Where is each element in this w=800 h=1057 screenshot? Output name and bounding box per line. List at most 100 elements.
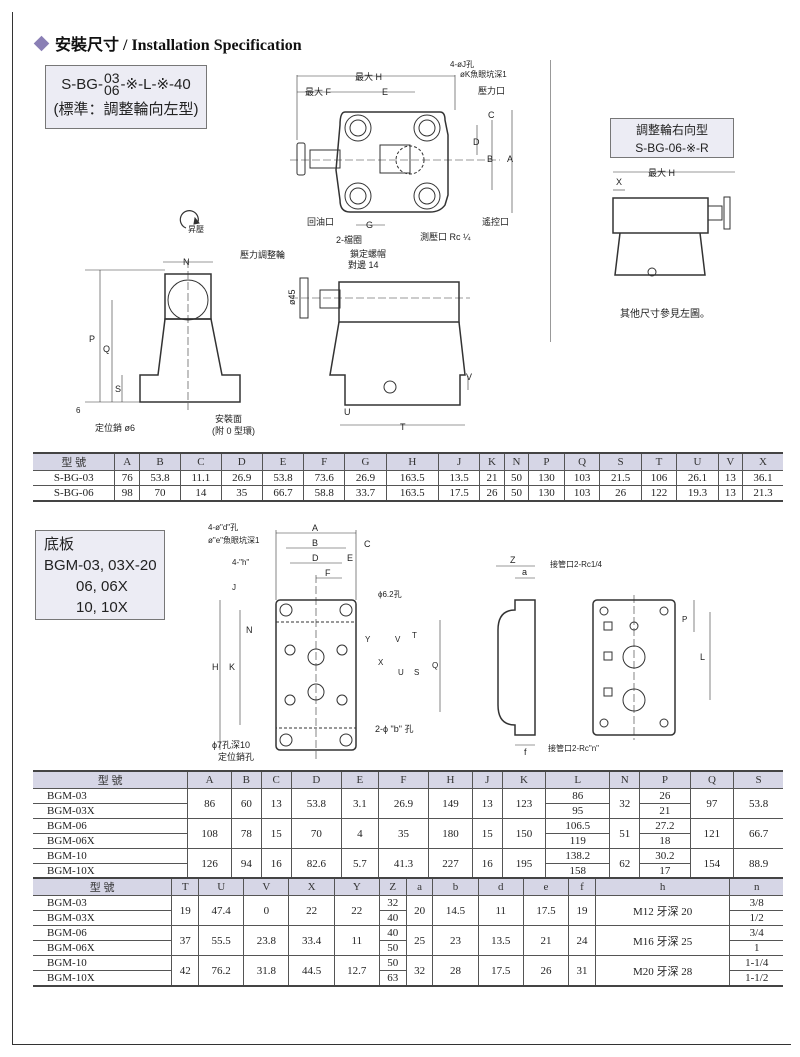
column-header: H: [385, 452, 439, 471]
table-cell: 76.2: [198, 955, 244, 987]
right-variant-model: S-BG-06-※-R: [635, 141, 709, 155]
table-cell: 41.3: [377, 848, 429, 880]
table-cell: 51: [609, 818, 640, 849]
dim-base-c: C: [364, 539, 371, 549]
column-header: X: [288, 877, 335, 896]
dim-base-h: H: [212, 662, 219, 672]
dim-max-f: 最大 F: [305, 86, 332, 97]
column-header: K: [501, 770, 546, 789]
column-header: h: [594, 877, 730, 896]
column-header: J: [438, 452, 480, 471]
table-cell: 53.8: [261, 470, 304, 486]
column-header: H: [428, 770, 473, 789]
column-header: d: [477, 877, 524, 896]
column-header: F: [303, 452, 345, 471]
table-cell: 13: [717, 470, 743, 486]
table-cell: 32: [405, 955, 433, 987]
label-pin-hole-name: 定位銷孔: [218, 751, 254, 762]
dim-base-a-small: a: [522, 567, 527, 577]
label-hole-j: 4-øJ孔: [450, 60, 474, 69]
page-frame: [12, 12, 791, 1045]
table-cell: 35: [220, 485, 263, 502]
label-remote-port: 遙控口: [482, 216, 509, 227]
column-header: A: [187, 770, 232, 789]
dim-base-s: S: [414, 668, 419, 677]
label-lock-nut: 鎖定螺帽: [350, 248, 386, 259]
table-cell: 50: [378, 940, 407, 956]
column-header: T: [640, 452, 677, 471]
column-header: D: [290, 770, 342, 789]
table-cell: 31.8: [243, 955, 289, 987]
model-cell: BGM-06X: [47, 942, 95, 954]
table-cell: 11.1: [180, 470, 222, 486]
rotation-label: 昇壓: [188, 225, 204, 234]
dim-6: 6: [76, 406, 81, 415]
side-view-drawing: 壓力調整輪 2-檔圈 鎖定螺帽 對邊 14 ø45 V U T: [240, 234, 472, 432]
table-cell: 21.5: [599, 470, 642, 486]
table-cell: 13: [717, 485, 743, 502]
table-cell: 17.5: [438, 485, 480, 502]
table-cell: 76: [114, 470, 140, 486]
dim-base-z: Z: [510, 555, 516, 565]
column-header: K: [479, 452, 505, 471]
table-cell: 126: [187, 848, 232, 880]
table-cell: 26: [522, 955, 569, 987]
column-header: Z: [378, 877, 407, 896]
table-cell: 53.8: [290, 788, 342, 819]
front-view-drawing: N P Q S 6 定位銷 ø6 安裝面 (附 0 型環): [76, 257, 255, 436]
label-mount-face: 安裝面: [215, 413, 242, 424]
dim-e: E: [382, 87, 388, 97]
dim-dia-45: ø45: [287, 289, 297, 305]
table-cell: 47.4: [198, 895, 244, 926]
dim-base-x: X: [378, 658, 384, 667]
label-return-port: 回油口: [307, 216, 334, 227]
table-cell: 180: [428, 818, 473, 849]
table-cell: 66.7: [261, 485, 304, 502]
column-header: Y: [333, 877, 380, 896]
column-header: U: [676, 452, 719, 471]
table-cell: 3.1: [341, 788, 379, 819]
table-cell: 163.5: [385, 485, 439, 502]
column-header: D: [220, 452, 263, 471]
label-pin-hole: ϕ7孔深10: [212, 740, 250, 750]
model-note: (標準：調整輪向左型): [53, 101, 199, 118]
table-cell: 154: [689, 848, 734, 880]
table-cell: 58.8: [303, 485, 345, 502]
table-cell: 26.9: [344, 470, 387, 486]
table-cell: 50: [503, 485, 529, 502]
table-cell: 14.5: [432, 895, 479, 926]
table-cell: 149: [428, 788, 473, 819]
table-cell: 0: [243, 895, 289, 926]
table-cell: 121: [689, 818, 734, 849]
column-header: V: [243, 877, 289, 896]
top-view-drawing: 最大 H 最大 F E 4-øJ孔 øK魚眼坑深1 壓力口 C D B A 回油…: [290, 60, 513, 242]
table-cell: 26: [599, 485, 642, 502]
base-plate-side-drawing: Z a f: [496, 555, 536, 757]
table-cell: 70: [138, 485, 181, 502]
section-title-text: 安裝尺寸 / Installation Specification: [55, 37, 302, 54]
table-cell: 14: [180, 485, 222, 502]
table-cell: 33.7: [344, 485, 387, 502]
model-cell: BGM-03X: [47, 912, 95, 924]
dim-g: G: [366, 220, 373, 230]
table-cell: 37: [171, 925, 199, 956]
table-cell: 62: [609, 848, 640, 880]
column-header: e: [522, 877, 569, 896]
dim-base-u: U: [398, 668, 404, 677]
table-cell: 19.3: [676, 485, 719, 502]
column-header: N: [609, 770, 640, 789]
table-cell: 19: [568, 895, 596, 926]
table-cell: 27.2: [639, 818, 691, 834]
dim-q: Q: [103, 344, 110, 354]
dim-b: B: [487, 154, 493, 164]
table-cell: 50: [378, 955, 407, 971]
column-header: V: [717, 452, 743, 471]
table-cell: 4: [341, 818, 379, 849]
table-cell: 3/8: [729, 895, 783, 911]
base-plate-model-3: 10, 10X: [76, 599, 128, 616]
